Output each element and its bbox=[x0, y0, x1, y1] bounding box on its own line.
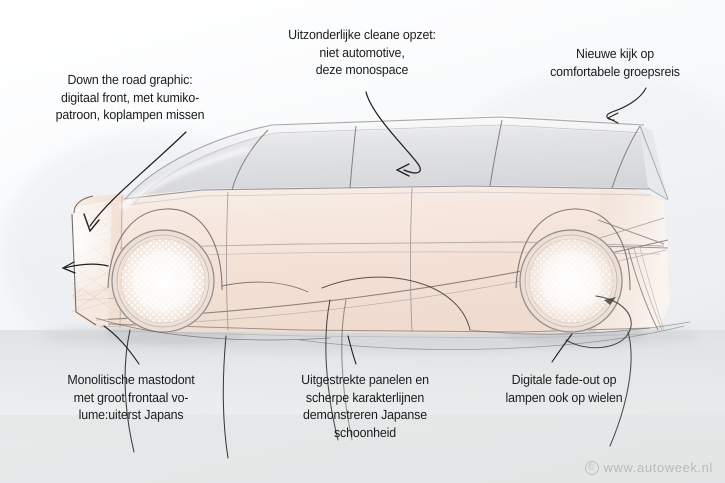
rear-wheel bbox=[515, 208, 631, 333]
leader-cleane-opzet bbox=[365, 91, 421, 174]
leader-monolitische bbox=[103, 325, 140, 365]
annotation-monolitische-mastodont: Monolitische mastodont met groot frontaa… bbox=[67, 372, 195, 423]
rear-lamp-accent bbox=[604, 297, 616, 305]
annotation-down-the-road-graphic: Down the road graphic: digitaal front, m… bbox=[55, 72, 205, 123]
watermark-text: www.autoweek.nl bbox=[603, 460, 713, 475]
panel-cutlines bbox=[226, 119, 641, 333]
arrowhead-down-the-road bbox=[83, 213, 100, 233]
annotation-digitale-fade-out: Digitale fade-out op lampen ook op wiele… bbox=[505, 372, 623, 405]
annotation-nieuwe-kijk: Nieuwe kijk op comfortabele groepsreis bbox=[550, 46, 680, 79]
watermark: © www.autoweek.nl bbox=[584, 460, 713, 475]
arrowhead-nieuwe-kijk bbox=[606, 112, 619, 124]
leader-digitale-fade bbox=[551, 333, 573, 363]
leader-lines bbox=[61, 87, 647, 365]
cowl-highlight bbox=[118, 146, 250, 210]
annotation-cleane-opzet: Uitzonderlijke cleane opzet: niet automo… bbox=[288, 27, 436, 78]
arrowhead-cleane-opzet bbox=[395, 163, 410, 177]
copyright-icon: © bbox=[584, 460, 599, 475]
leader-front-lower bbox=[63, 263, 109, 269]
annotation-uitgestrekte-panelen: Uitgestrekte panelen en scherpe karakter… bbox=[301, 372, 429, 440]
front-wheel bbox=[107, 208, 223, 333]
leader-down-the-road bbox=[89, 131, 187, 227]
leader-uitgestrekte bbox=[347, 335, 357, 365]
arrowhead-front-lower bbox=[61, 261, 76, 274]
greenhouse-glass bbox=[123, 115, 669, 206]
